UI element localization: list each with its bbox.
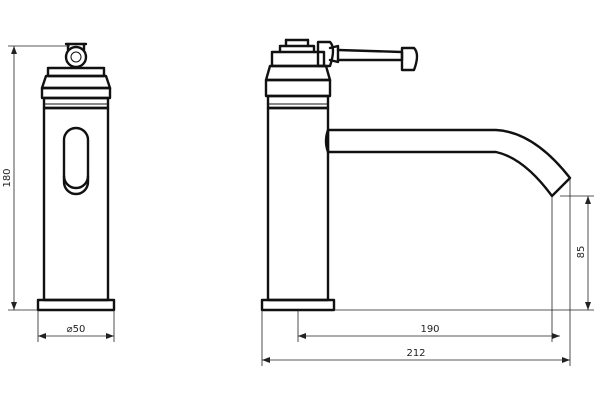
side-view-handle-cap — [64, 42, 88, 69]
dimension-spout-height: 85 — [334, 195, 594, 311]
base-diameter-label: ⌀50 — [67, 324, 86, 335]
side-view-outlet-slot — [62, 126, 90, 196]
side-view-body — [36, 106, 116, 312]
front-view-spout — [324, 128, 572, 198]
dimension-spout-reach: 190 — [297, 196, 560, 342]
dimension-lines: 180 ⌀50 190 212 — [2, 45, 594, 366]
dimension-overall-height: 180 — [2, 45, 70, 311]
dimension-overall-length: 212 — [261, 178, 571, 366]
side-view — [36, 42, 116, 312]
front-view — [260, 38, 572, 312]
dimension-base-diameter: ⌀50 — [37, 310, 115, 342]
overall-length-label: 212 — [406, 348, 425, 359]
front-view-body — [260, 106, 336, 312]
front-view-lever-handle — [278, 38, 419, 72]
overall-height-label: 180 — [2, 168, 13, 187]
side-view-collar — [40, 66, 112, 110]
front-view-collar — [264, 50, 332, 110]
spout-reach-label: 190 — [420, 324, 439, 335]
spout-height-label: 85 — [576, 246, 587, 259]
